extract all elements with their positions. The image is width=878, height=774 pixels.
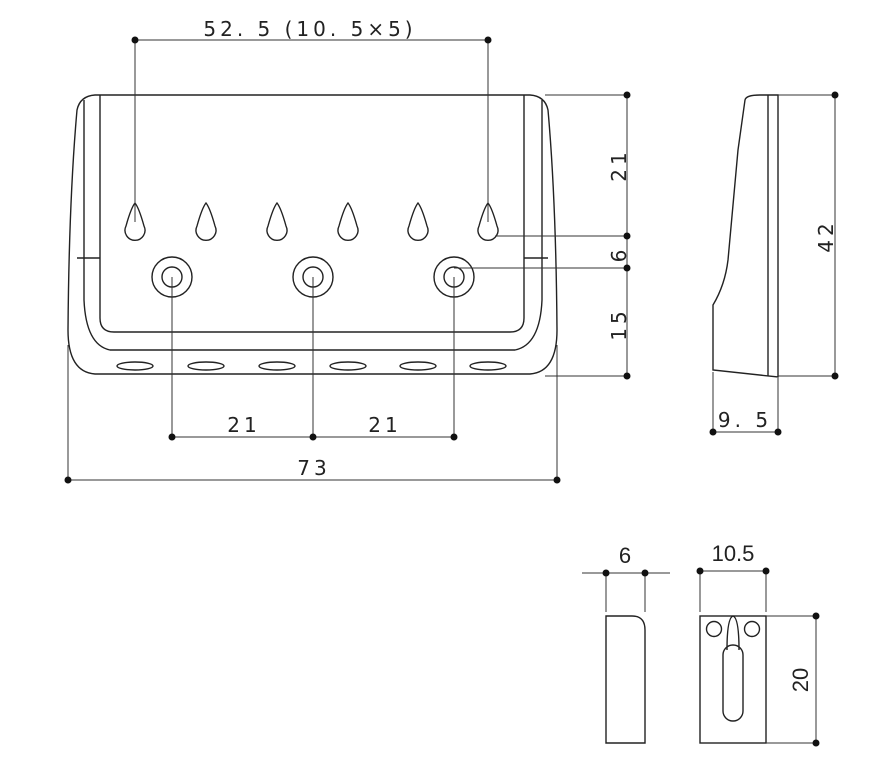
- bottom-slot: [329, 361, 367, 371]
- bottom-slot: [258, 361, 296, 371]
- bridge-inner-plate: [99, 95, 525, 333]
- dimension-heights: 21 6 15: [454, 91, 631, 380]
- string-hole-teardrop: [266, 201, 288, 242]
- height-mid-label: 6: [607, 246, 631, 263]
- string-hole-teardrop: [477, 201, 499, 242]
- string-hole-teardrop: [407, 201, 429, 242]
- height-upper-label: 21: [607, 148, 631, 181]
- side-profile: [712, 94, 779, 378]
- height-lower-label: 15: [607, 307, 631, 340]
- bridge-outer-body: [67, 94, 558, 375]
- screw-spacing-right-label: 21: [368, 413, 401, 437]
- bottom-slot: [187, 361, 225, 371]
- saddle-top-view: 10.5 20: [696, 541, 820, 747]
- string-hole-teardrop: [195, 201, 217, 242]
- saddle-thickness-label: 6: [619, 543, 631, 568]
- side-depth-label: 9. 5: [718, 408, 772, 432]
- dimension-hole-span: 52. 5 (10. 5×5): [131, 17, 492, 222]
- side-view: 42 9. 5: [709, 91, 839, 436]
- saddle-length-label: 20: [788, 668, 813, 692]
- saddle-side-view: 6: [582, 543, 670, 744]
- dimension-total-width: 73: [64, 345, 561, 484]
- bottom-slot: [116, 361, 154, 371]
- side-height-label: 42: [814, 219, 838, 252]
- string-hole-teardrop: [124, 201, 146, 242]
- dimension-screw-spacing: 21 21: [168, 277, 458, 441]
- screw-spacing-left-label: 21: [227, 413, 260, 437]
- string-hole-teardrop: [337, 201, 359, 242]
- bottom-slot: [399, 361, 437, 371]
- saddle-width-label: 10.5: [712, 541, 755, 566]
- bottom-slot: [469, 361, 507, 371]
- total-width-label: 73: [297, 456, 330, 480]
- hole-span-label: 52. 5 (10. 5×5): [203, 17, 416, 41]
